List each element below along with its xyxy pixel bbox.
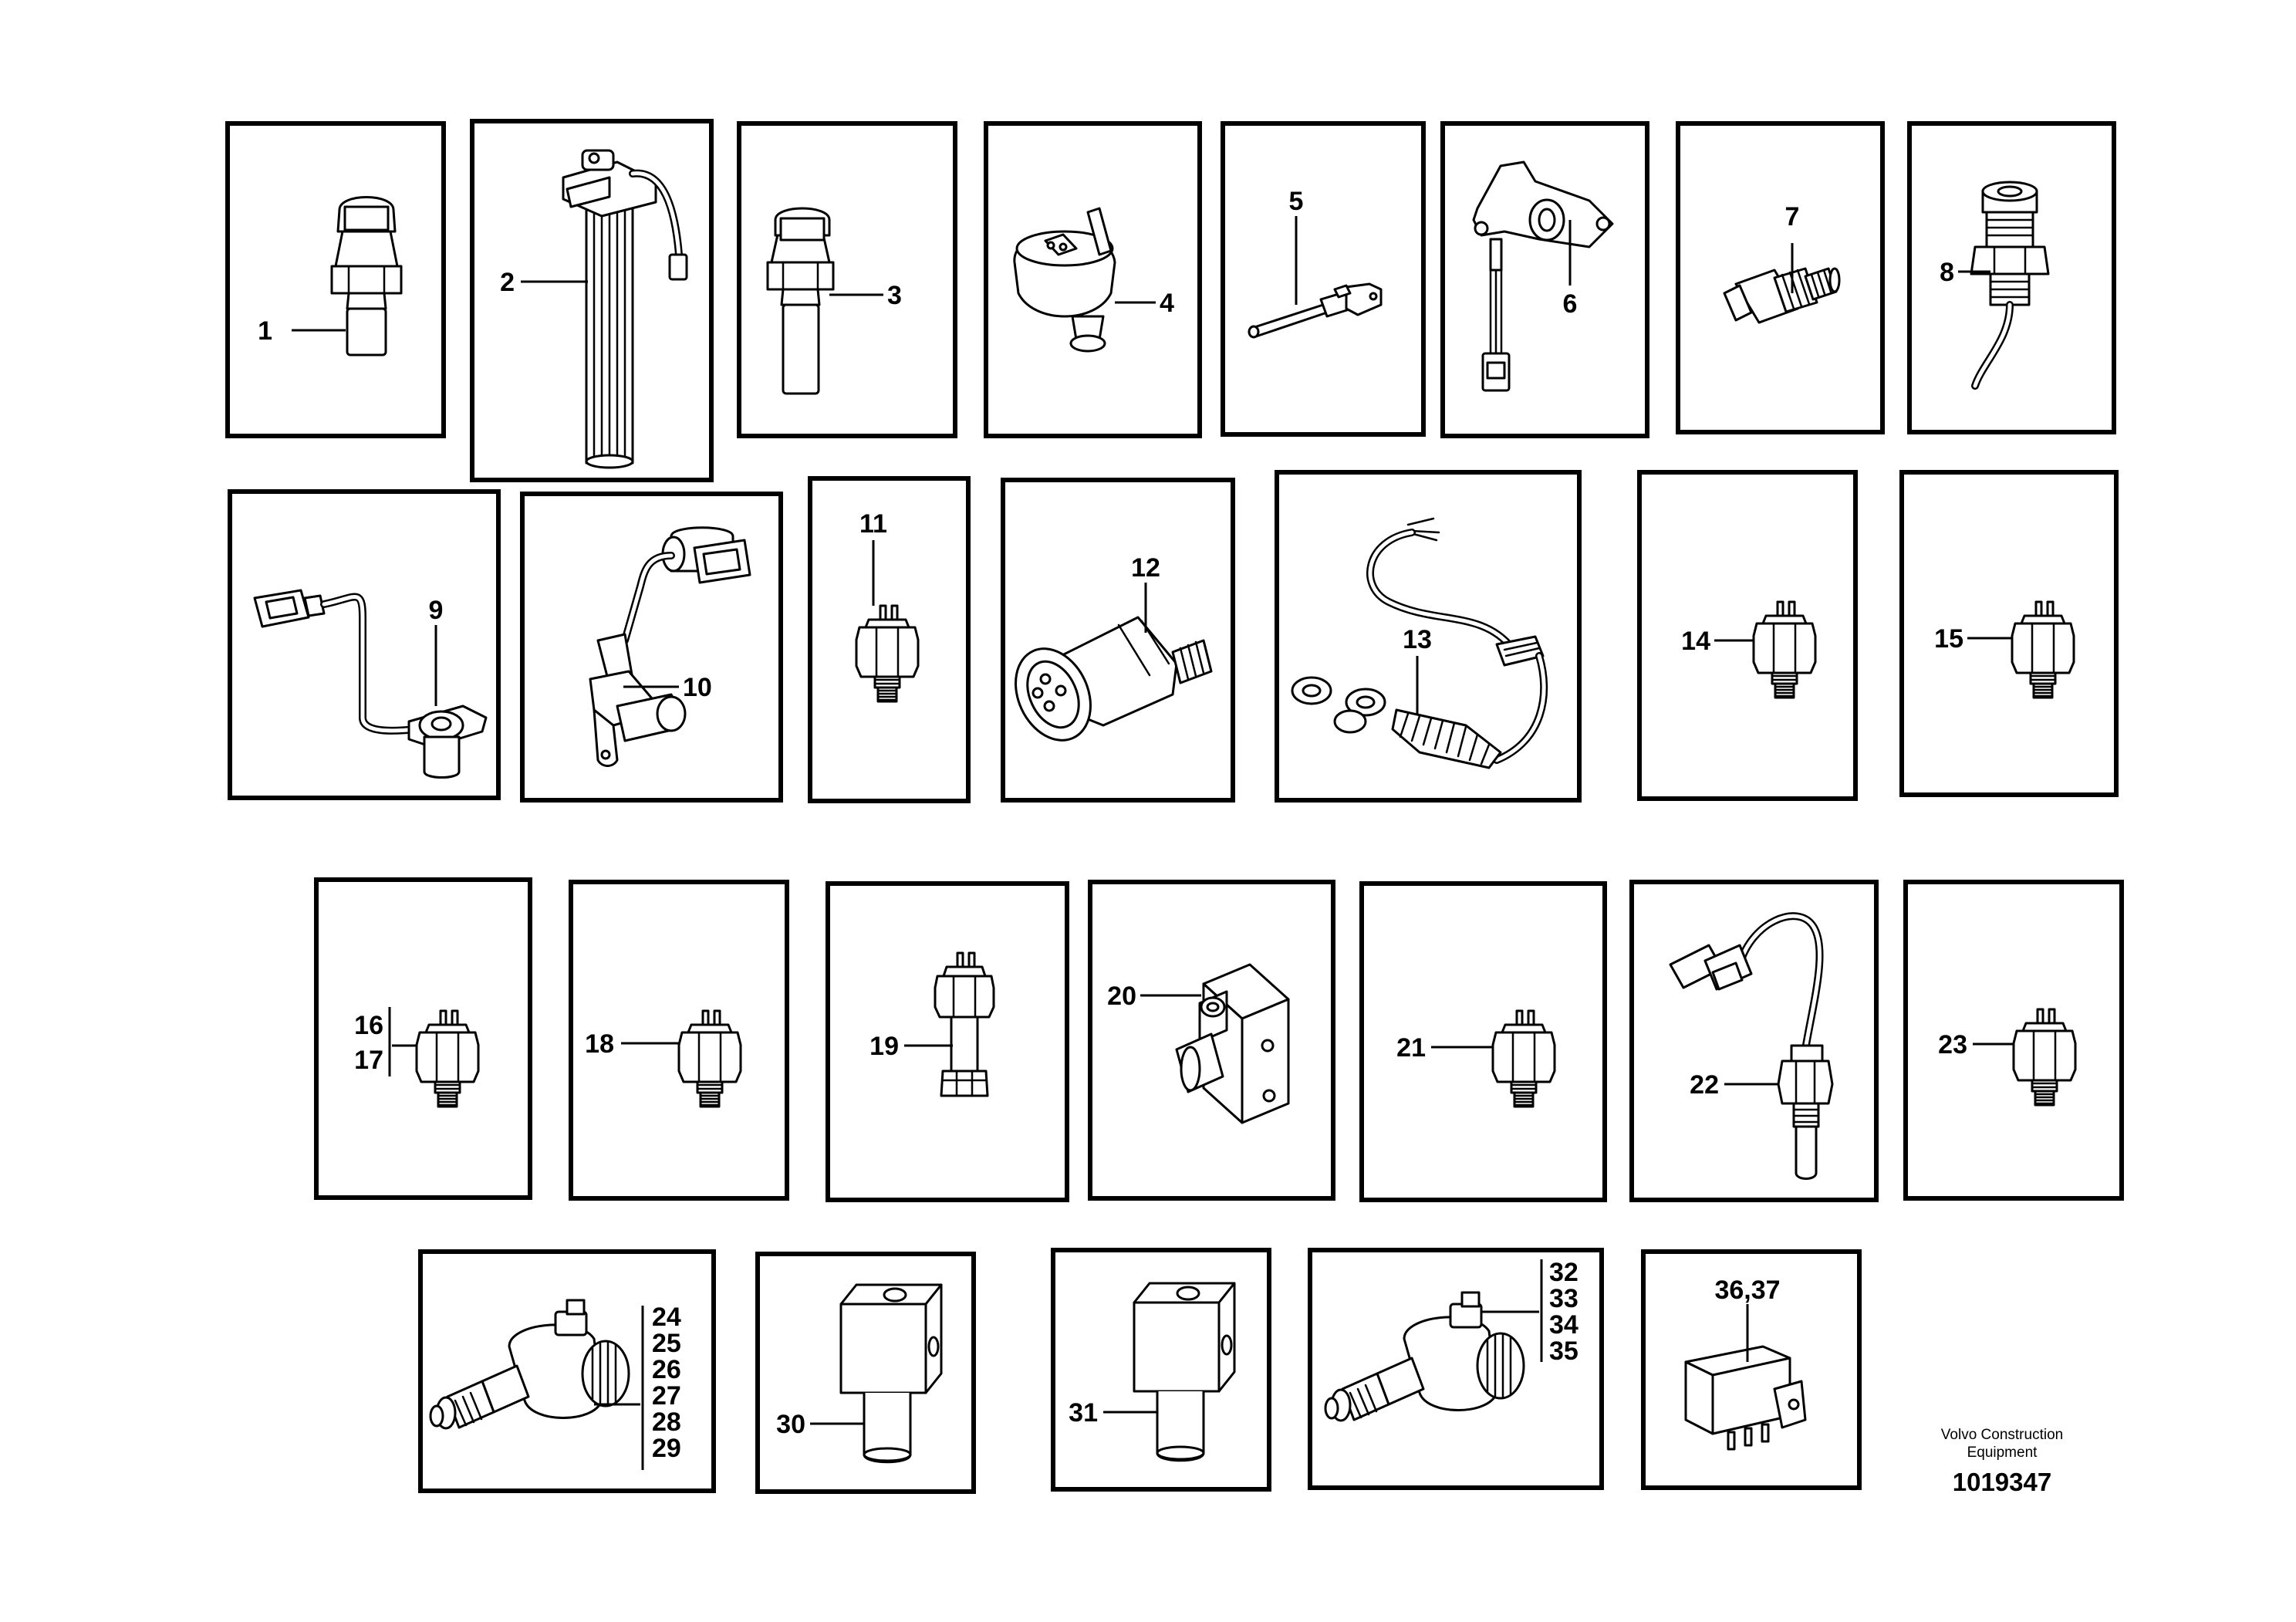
frame-item-14 — [1637, 470, 1858, 801]
sensor-item-6-drawing — [1472, 161, 1614, 392]
callout-33: 33 — [1549, 1284, 1578, 1313]
switch-item-1-drawing — [330, 196, 403, 357]
callout-28: 28 — [652, 1407, 681, 1437]
frame-item-22 — [1629, 880, 1879, 1202]
frame-item-18 — [569, 880, 789, 1201]
frame-item-12 — [1001, 478, 1235, 803]
frame-item-24-29 — [418, 1249, 716, 1493]
callout-6: 6 — [1563, 289, 1578, 319]
callout-8: 8 — [1940, 258, 1954, 287]
frame-item-36-37 — [1641, 1249, 1862, 1490]
frame-item-31 — [1051, 1248, 1271, 1492]
fuel-level-sender-drawing — [562, 149, 688, 469]
callout-16: 16 — [354, 1011, 383, 1040]
frame-item-21 — [1359, 881, 1607, 1202]
temperature-sensor-item-22-drawing — [1669, 912, 1834, 1180]
frame-item-32-35 — [1308, 1248, 1604, 1490]
frame-item-19 — [826, 881, 1069, 1202]
frame-item-10 — [520, 492, 783, 803]
frame-item-20 — [1088, 880, 1335, 1201]
frame-item-15 — [1899, 470, 2119, 797]
frame-item-9 — [228, 489, 501, 800]
frame-item-5 — [1221, 121, 1426, 437]
callout-22: 22 — [1690, 1070, 1719, 1100]
frame-item-30 — [755, 1252, 976, 1494]
callout-7: 7 — [1785, 202, 1800, 231]
callout-5: 5 — [1289, 187, 1304, 216]
callout-34: 34 — [1549, 1310, 1578, 1340]
callout-9: 9 — [429, 596, 444, 625]
speed-sensor-item-9-drawing — [253, 589, 488, 779]
callout-25: 25 — [652, 1329, 681, 1358]
callout-18: 18 — [585, 1029, 614, 1059]
valve-block-item-20-drawing — [1175, 963, 1290, 1124]
callout-12: 12 — [1131, 553, 1160, 583]
frame-item-1 — [225, 121, 446, 438]
callout-15: 15 — [1934, 624, 1963, 654]
speed-sensor-item-10-drawing — [589, 526, 751, 767]
callout-10: 10 — [683, 673, 712, 702]
sensor-item-4-drawing — [1013, 207, 1116, 353]
callout-36-37: 36,37 — [1714, 1276, 1780, 1305]
brand-line-2: Equipment — [1967, 1445, 2038, 1461]
sensor-item-13-drawing — [1291, 517, 1548, 769]
brand-line-1: Volvo Construction — [1941, 1427, 2063, 1443]
sensor-item-8-drawing — [1970, 181, 2050, 390]
temperature-sensor-item-5-drawing — [1248, 282, 1383, 339]
callout-13: 13 — [1403, 625, 1432, 654]
callout-35: 35 — [1549, 1336, 1578, 1366]
relay-item-36-37-drawing — [1684, 1345, 1807, 1451]
callout-23: 23 — [1938, 1030, 1967, 1059]
callout-14: 14 — [1681, 627, 1710, 656]
callout-4: 4 — [1160, 289, 1174, 318]
frame-item-3 — [737, 121, 957, 438]
frame-item-8 — [1907, 121, 2116, 434]
callout-21: 21 — [1396, 1033, 1426, 1063]
pressure-switch-item-19-drawing — [934, 951, 995, 1097]
callout-26: 26 — [652, 1355, 681, 1384]
callout-11: 11 — [859, 509, 887, 539]
callout-17: 17 — [354, 1046, 383, 1075]
callout-2: 2 — [500, 268, 515, 297]
callout-32: 32 — [1549, 1258, 1578, 1287]
callout-1: 1 — [258, 316, 272, 346]
frame-item-11 — [808, 476, 971, 803]
callout-27: 27 — [652, 1381, 681, 1411]
callout-30: 30 — [776, 1410, 805, 1439]
document-number: 1019347 — [1953, 1468, 2051, 1496]
sensor-item-7-drawing — [1723, 267, 1841, 324]
frame-item-13 — [1275, 470, 1582, 803]
switch-item-3-drawing — [766, 207, 835, 395]
frame-item-7 — [1676, 121, 1885, 434]
callout-29: 29 — [652, 1434, 681, 1463]
frame-item-6 — [1440, 121, 1649, 438]
callout-31: 31 — [1069, 1398, 1098, 1428]
callout-19: 19 — [869, 1032, 899, 1061]
frame-item-23 — [1903, 880, 2124, 1201]
callout-3: 3 — [887, 281, 902, 310]
pressure-sensor-item-12-drawing — [1015, 616, 1213, 742]
callout-20: 20 — [1107, 982, 1136, 1011]
frame-item-16-17 — [314, 877, 532, 1200]
frame-item-2 — [470, 119, 714, 482]
callout-24: 24 — [652, 1303, 681, 1332]
frame-item-4 — [984, 121, 1202, 438]
